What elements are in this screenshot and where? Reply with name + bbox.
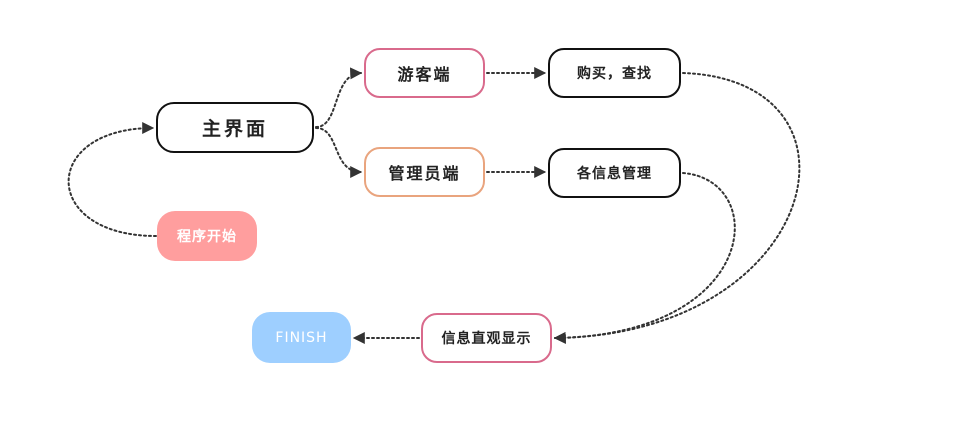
node-program-start: 程序开始: [157, 211, 257, 261]
edge-buy-to-display: [553, 72, 801, 344]
edge-main-to-visitor: [315, 67, 363, 128]
node-info-display: 信息直观显示: [421, 313, 552, 363]
edge-start-to-main: [67, 122, 157, 237]
node-admin-side: 管理员端: [364, 147, 485, 197]
node-visitor-side: 游客端: [364, 48, 485, 98]
edge-main-to-admin: [315, 127, 363, 178]
node-main-interface: 主界面: [156, 102, 314, 153]
node-buy-search: 购买，查找: [548, 48, 681, 98]
edge-info-mgmt-to-display: [553, 172, 736, 344]
node-info-management: 各信息管理: [548, 148, 681, 198]
node-finish: FINISH: [252, 312, 351, 363]
